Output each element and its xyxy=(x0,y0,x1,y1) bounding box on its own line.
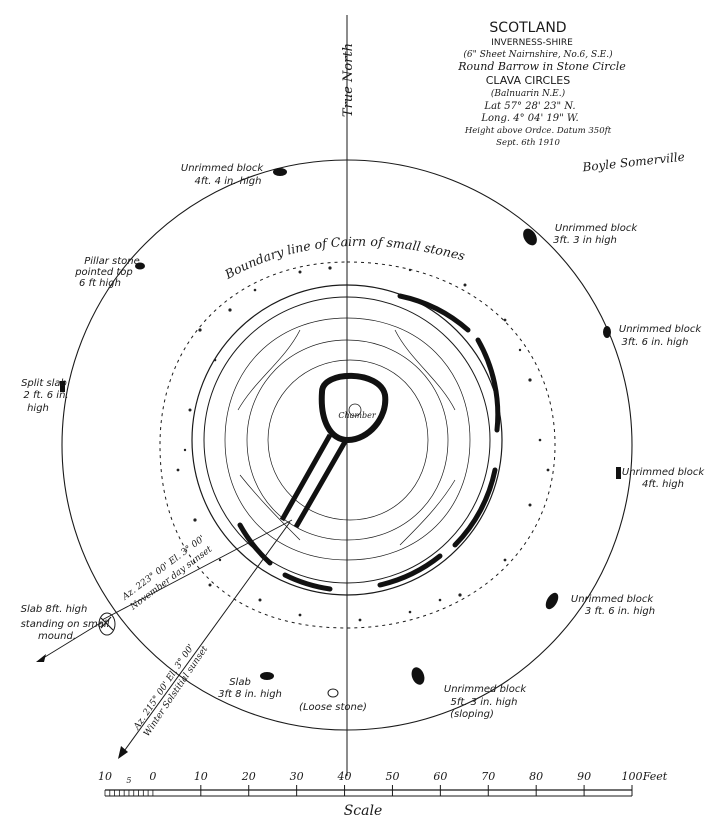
scale-unit: Feet xyxy=(642,770,668,783)
scale-tick-label: 5 xyxy=(126,776,131,785)
stone-nw-line2: 4ft. 4 in. high xyxy=(195,176,262,187)
stone-se1-line1: Unrimmed block xyxy=(571,594,654,605)
outlier-line2: standing on small xyxy=(21,619,110,630)
header-block: SCOTLAND INVERNESS-SHIRE (6" Sheet Nairn… xyxy=(457,20,685,174)
stone-pillar-line2: pointed top xyxy=(74,267,133,278)
chamber-pit xyxy=(348,403,362,417)
stone-e1-line1: Unrimmed block xyxy=(619,324,702,335)
chamber-passage: Chamber xyxy=(279,372,389,529)
scale-tick-label: 60 xyxy=(433,770,447,783)
stone-pillar-line3: 6 ft high xyxy=(79,278,121,289)
stone-w-marker xyxy=(60,381,65,392)
height-label: Height above Ordce. Datum 350ft xyxy=(464,126,612,136)
sheet-label: (6" Sheet Nairnshire, No.6, S.E.) xyxy=(463,49,613,60)
alignment-winter-line2: Winter Solstitial sunset xyxy=(142,644,210,738)
stone-e2-line2: 4ft. high xyxy=(642,479,684,490)
county-label: INVERNESS-SHIRE xyxy=(491,38,573,48)
sight-lines xyxy=(36,519,293,759)
kerb-circle-inner xyxy=(203,296,491,584)
scale-tick-label: 30 xyxy=(290,770,304,783)
stone-ne-line1: Unrimmed block xyxy=(555,223,638,234)
scale-tick-label: 50 xyxy=(385,770,399,783)
scale-caption: Scale xyxy=(344,803,383,819)
stone-ne-marker xyxy=(523,228,537,246)
stone-e1-line2: 3ft. 6 in. high xyxy=(622,337,689,348)
stone-sw-marker xyxy=(260,672,274,680)
chamber-label: Chamber xyxy=(338,411,376,420)
stone-pillar-marker xyxy=(135,262,145,270)
stone-labels: Unrimmed block 4ft. 4 in. high Unrimmed … xyxy=(21,163,706,720)
scale-tick-label: 10 xyxy=(194,770,208,783)
outlier-line3: mound. xyxy=(38,631,76,642)
stone-se2-line2: 5ft. 3 in. high xyxy=(451,697,518,708)
monument-label: Round Barrow in Stone Circle xyxy=(457,60,626,73)
stone-se2-line1: Unrimmed block xyxy=(444,684,527,695)
scale-tick-label: 80 xyxy=(529,770,543,783)
scale-tick-label: 90 xyxy=(577,770,591,783)
stone-nw-marker xyxy=(273,168,287,176)
outlier-arrow-line xyxy=(39,621,103,661)
cairn-contours xyxy=(224,317,471,561)
stone-se2-line3: (sloping) xyxy=(450,709,494,720)
standing-stones xyxy=(60,168,621,698)
signature: Boyle Somerville xyxy=(581,150,686,175)
stone-e2-line1: Unrimmed block xyxy=(622,467,705,478)
alignment-winter-line1: Az. 215° 00' El. 3° 00' xyxy=(132,643,197,733)
chamber-wall xyxy=(318,372,389,444)
stone-sw-line1: Slab xyxy=(229,677,251,688)
kerb-stones xyxy=(237,293,501,592)
stone-se2-marker xyxy=(411,667,425,685)
outer-stone-circle xyxy=(61,159,633,731)
loose-stone-marker xyxy=(327,688,339,698)
scale-tick-label: 70 xyxy=(481,770,495,783)
site-title: CLAVA CIRCLES xyxy=(486,74,571,87)
alignment-november-line1: Az. 223° 00' El. 3° 00' xyxy=(120,534,207,603)
scale-ticks xyxy=(104,785,633,796)
scattered-stones xyxy=(176,266,550,622)
stone-e1-marker xyxy=(603,326,611,338)
stone-w-line2: 2 ft. 6 in. xyxy=(23,390,68,401)
stone-sw-line2: 3ft 8 in. high xyxy=(218,689,282,700)
passage-walls xyxy=(279,433,349,529)
stone-e2-marker xyxy=(616,467,621,479)
kerb-circle-outer xyxy=(191,284,503,596)
north-label: True North xyxy=(341,43,356,117)
stone-se1-marker xyxy=(545,592,559,610)
scale-tick-label: 100 xyxy=(622,770,643,783)
site-sub: (Balnuarin N.E.) xyxy=(491,88,566,99)
country-title: SCOTLAND xyxy=(489,20,566,36)
scale-tick-label: 20 xyxy=(241,770,256,783)
winter-sightline xyxy=(121,521,291,755)
stone-se1-line2: 3 ft. 6 in. high xyxy=(585,606,655,617)
winter-arrowhead xyxy=(118,746,128,759)
scale-tick-label: 0 xyxy=(149,770,156,783)
longitude-label: Long. 4° 04' 19" W. xyxy=(480,113,578,124)
november-sightline xyxy=(101,519,293,621)
latitude-label: Lat 57° 28' 23" N. xyxy=(483,101,575,112)
outlier-arrowhead xyxy=(36,654,46,662)
cairn-boundary xyxy=(159,261,556,629)
survey-date: Sept. 6th 1910 xyxy=(496,138,560,148)
stone-ne-line2: 3ft. 3 in high xyxy=(553,235,617,246)
scale-tick-label: 10 xyxy=(98,770,112,783)
outlier-slab-hatch xyxy=(100,616,114,631)
outlier-slab-marker xyxy=(98,612,116,636)
scale-tick-label: 40 xyxy=(337,770,352,783)
stone-nw-line1: Unrimmed block xyxy=(181,163,264,174)
outlier-line1: Slab 8ft. high xyxy=(21,604,88,615)
loose-stone-label: (Loose stone) xyxy=(299,702,367,713)
stone-w-line1: Split slab xyxy=(21,378,67,389)
stone-w-line3: high xyxy=(27,403,49,414)
stone-pillar-line1: Pillar stone xyxy=(84,256,140,267)
